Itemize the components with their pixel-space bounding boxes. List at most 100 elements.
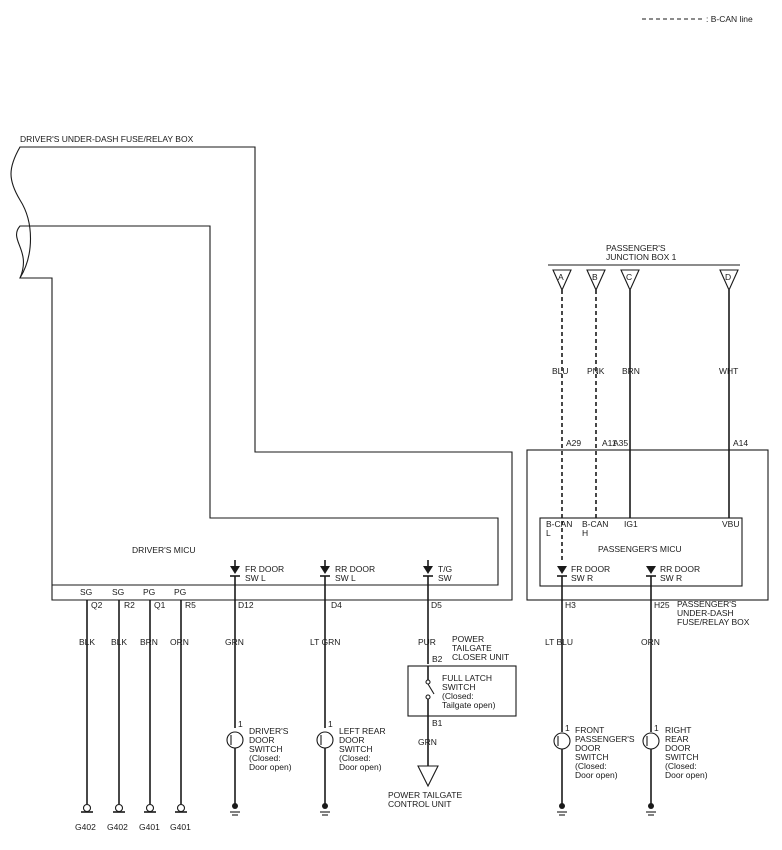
connector-wire: WHT — [719, 366, 738, 376]
connector-triangle-icon — [719, 269, 739, 292]
switch-line: DOOR — [665, 743, 691, 753]
input-pin: D5 — [431, 600, 442, 610]
driver-ground-3: PG R5 ORN G401 — [170, 587, 196, 832]
ground-signal: SG — [80, 587, 92, 597]
connector-letter: A — [558, 272, 564, 282]
connector-pin: A14 — [733, 438, 748, 448]
connector-letter: B — [592, 272, 598, 282]
input-arrow-icon — [423, 566, 433, 574]
connector-letter: D — [725, 272, 731, 282]
switch-line: FRONT — [575, 725, 604, 735]
input-label1: FR DOOR — [245, 564, 284, 574]
connector-pin: A29 — [566, 438, 581, 448]
input-pin: D12 — [238, 600, 254, 610]
micu-pin-label1: B-CAN — [582, 519, 608, 529]
ground-pin: Q1 — [154, 600, 166, 610]
switch-line: Door open) — [249, 762, 292, 772]
junction-connector-a: A BLU A29 B-CAN L — [546, 269, 581, 562]
switch-line: RIGHT — [665, 725, 691, 735]
switch-line: SWITCH — [249, 744, 283, 754]
switch-line: PASSENGER'S — [575, 734, 635, 744]
switch-line: Door open) — [339, 762, 382, 772]
switch-pin: 1 — [654, 723, 659, 733]
ground-signal: PG — [143, 587, 155, 597]
driver-ground-2: PG Q1 BRN G401 — [139, 587, 166, 832]
micu-pin-label2: L — [546, 528, 551, 538]
junction-label-line: JUNCTION BOX 1 — [606, 252, 677, 262]
tailgate-unit-line: TAILGATE — [452, 643, 492, 653]
passenger-box-label-line: UNDER-DASH — [677, 608, 734, 618]
input-pin: D4 — [331, 600, 342, 610]
switch-line: SWITCH — [575, 752, 609, 762]
micu-pin-label2: H — [582, 528, 588, 538]
passenger-input-fr-door: FR DOOR SW R H3 LT BLU 1 FRONT PASSENGER… — [545, 564, 635, 816]
tailgate-pin-top: B2 — [432, 654, 443, 664]
switch-line: DOOR — [575, 743, 601, 753]
driver-micu-label: DRIVER'S MICU — [132, 545, 196, 555]
passenger-fuse-box-outline — [526, 449, 769, 601]
junction-label-line: PASSENGER'S — [606, 243, 666, 253]
latch-switch-icon — [427, 683, 435, 695]
tailgate-unit-line: CLOSER UNIT — [452, 652, 509, 662]
driver-input-fr-door: FR DOOR SW L D12 GRN 1 DRIVER'S DOOR SWI… — [225, 560, 292, 816]
switch-line: REAR — [665, 734, 689, 744]
passenger-micu-box — [539, 517, 743, 587]
ground-icon — [176, 803, 186, 813]
input-arrow-icon — [320, 566, 330, 574]
latch-switch-line: FULL LATCH — [442, 673, 492, 683]
switch-pin: 1 — [328, 719, 333, 729]
control-unit-triangle-icon — [417, 765, 439, 788]
latch-switch-line: SWITCH — [442, 682, 476, 692]
input-wire: LT GRN — [310, 637, 340, 647]
driver-ground-0: SG Q2 BLK G402 — [75, 587, 103, 832]
ground-id: G401 — [139, 822, 160, 832]
input-wire: PUR — [418, 637, 436, 647]
tailgate-pin-bottom: B1 — [432, 718, 443, 728]
ground-wire: BLK — [111, 637, 127, 647]
legend-text: : B-CAN line — [706, 14, 753, 24]
control-unit-line: POWER TAILGATE — [388, 790, 462, 800]
switch-line: (Closed: — [665, 761, 697, 771]
driver-fuse-box-label: DRIVER'S UNDER-DASH FUSE/RELAY BOX — [20, 134, 194, 144]
ground-signal: SG — [112, 587, 124, 597]
switch-pin: 1 — [565, 723, 570, 733]
tailgate-closer-unit: POWER TAILGATE CLOSER UNIT B2 FULL LATCH… — [388, 634, 517, 809]
input-arrow-icon — [557, 566, 567, 574]
junction-connector-d: D WHT A14 VBU — [719, 269, 748, 529]
micu-pin-label1: IG1 — [624, 519, 638, 529]
ground-id: G402 — [107, 822, 128, 832]
connector-pin: A35 — [613, 438, 628, 448]
ground-dot-icon — [648, 803, 654, 809]
driver-ground-1: SG R2 BLK G402 — [107, 587, 135, 832]
switch-line: LEFT REAR — [339, 726, 386, 736]
input-label2: SW L — [335, 573, 356, 583]
input-wire: ORN — [641, 637, 660, 647]
ground-icon — [145, 803, 155, 813]
door-switch-icon — [553, 732, 571, 750]
ground-pin: Q2 — [91, 600, 103, 610]
connector-triangle-icon — [620, 269, 640, 292]
input-wire: LT BLU — [545, 637, 573, 647]
input-label1: RR DOOR — [335, 564, 375, 574]
door-switch-icon — [226, 731, 244, 749]
switch-line: (Closed: — [575, 761, 607, 771]
tailgate-unit-line: POWER — [452, 634, 484, 644]
input-label2: SW — [438, 573, 452, 583]
driver-input-rr-door: RR DOOR SW L D4 LT GRN 1 LEFT REAR DOOR … — [310, 560, 386, 816]
switch-line: (Closed: — [339, 753, 371, 763]
ground-signal: PG — [174, 587, 186, 597]
ground-icon — [82, 803, 92, 813]
switch-line: (Closed: — [249, 753, 281, 763]
micu-pin-label1: VBU — [722, 519, 739, 529]
connector-wire: PNK — [587, 366, 605, 376]
ground-wire: BRN — [140, 637, 158, 647]
ground-pin: R2 — [124, 600, 135, 610]
input-label2: SW R — [660, 573, 682, 583]
ground-wire: ORN — [170, 637, 189, 647]
switch-pin: 1 — [238, 719, 243, 729]
ground-id: G402 — [75, 822, 96, 832]
junction-connector-b: B PNK A11 B-CAN H — [582, 269, 617, 538]
input-label2: SW L — [245, 573, 266, 583]
tailgate-unit-box — [407, 665, 517, 717]
door-switch-icon — [316, 731, 334, 749]
